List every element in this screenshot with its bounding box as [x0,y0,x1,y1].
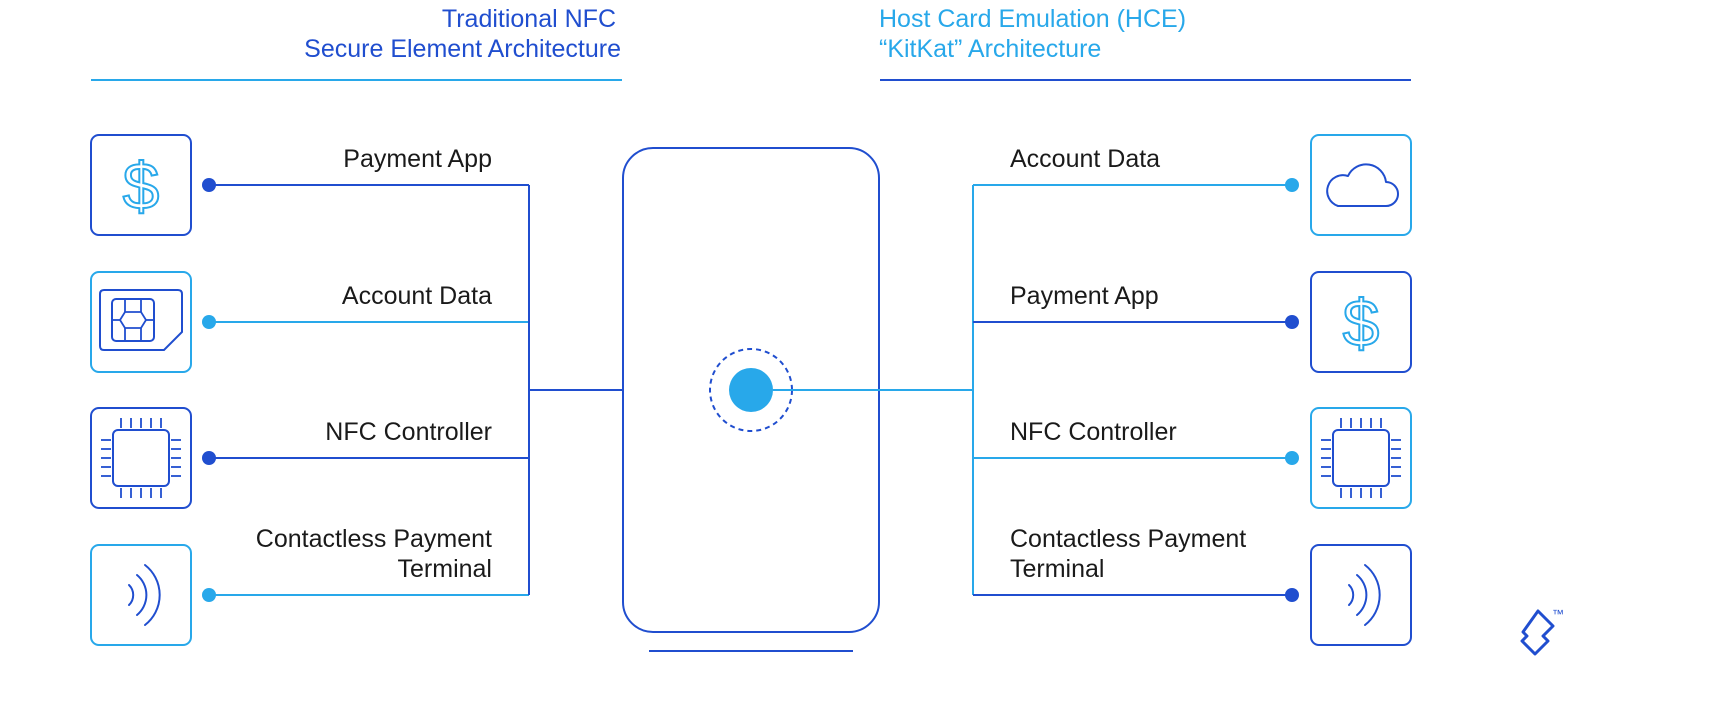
left-box-nfc-controller [90,407,192,509]
right-box-payment-app: $ [1310,271,1412,373]
phone-icon [622,147,880,633]
right-dot-payment-app [1285,315,1299,329]
left-box-terminal [90,544,192,646]
sim-card-icon [99,289,183,351]
toptal-logo: ™ [1520,607,1564,656]
right-box-nfc-controller [1310,407,1412,509]
dollar-icon: $ [123,149,160,223]
left-label-terminal-line1: Contactless Payment [256,525,492,553]
right-label-account-data: Account Data [1010,145,1160,173]
left-box-account-data [90,271,192,373]
right-box-account-data [1310,134,1412,236]
left-label-nfc-controller: NFC Controller [325,418,492,446]
right-label-terminal-line1: Contactless Payment [1010,525,1246,553]
left-box-payment-app: $ [90,134,192,236]
left-dot-payment-app [202,178,216,192]
right-dot-account-data [1285,178,1299,192]
right-title-line1: Host Card Emulation (HCE) [879,5,1186,33]
right-label-payment-app: Payment App [1010,282,1159,310]
left-title-line1: Traditional NFC [442,5,616,33]
left-dot-account-data [202,315,216,329]
right-label-nfc-controller: NFC Controller [1010,418,1177,446]
dollar-icon: $ [1343,286,1380,360]
left-label-account-data: Account Data [342,282,492,310]
right-label-terminal-line2: Terminal [1010,555,1104,583]
right-dot-nfc-controller [1285,451,1299,465]
left-dot-terminal [202,588,216,602]
nfc-chip-dot [729,368,773,412]
right-title-line2: “KitKat” Architecture [879,35,1101,63]
left-label-payment-app: Payment App [343,145,492,173]
cloud-icon [1326,163,1399,207]
right-box-terminal [1310,544,1412,646]
right-dot-terminal [1285,588,1299,602]
left-title-line2: Secure Element Architecture [304,35,621,63]
left-label-terminal-line2: Terminal [398,555,492,583]
left-dot-nfc-controller [202,451,216,465]
trademark-symbol: ™ [1552,607,1564,621]
